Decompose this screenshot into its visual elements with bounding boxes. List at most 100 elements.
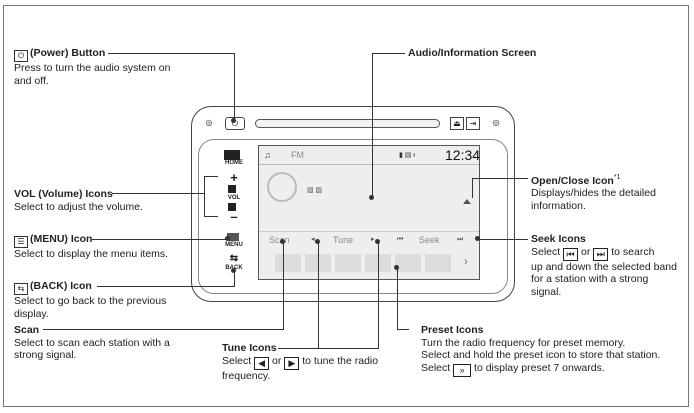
leader-preset-h bbox=[397, 329, 409, 330]
leader-preset-dot bbox=[394, 265, 399, 270]
leader-vol-h bbox=[112, 193, 204, 194]
triangle-right-icon: ▶ bbox=[284, 356, 300, 370]
preset-5[interactable] bbox=[395, 254, 421, 272]
preset-1[interactable] bbox=[275, 254, 301, 272]
preset-6[interactable] bbox=[425, 254, 451, 272]
callout-tune: Tune Icons Select ◀ or ▶ to tune the rad… bbox=[222, 342, 378, 382]
preset-desc-3b: to display preset 7 onwards. bbox=[474, 361, 605, 374]
preset-title: Preset Icons bbox=[421, 324, 484, 336]
seek-desc-4: signal. bbox=[531, 285, 562, 298]
back-icon: ⇆ bbox=[14, 283, 28, 295]
scan-desc-2: strong signal. bbox=[14, 349, 77, 361]
vol-title: VOL (Volume) Icons bbox=[14, 188, 113, 200]
knob-left: ◎ bbox=[202, 117, 216, 130]
skip-back-icon: ⏮ bbox=[563, 247, 579, 261]
leader-tune-dot-r bbox=[375, 239, 380, 244]
band-label: FM bbox=[291, 150, 304, 160]
leader-scan-v bbox=[283, 242, 284, 330]
tune-right-icon[interactable]: ▸ bbox=[371, 236, 375, 243]
aux-button[interactable]: ⇥ bbox=[466, 117, 480, 130]
leader-open-v bbox=[472, 178, 473, 198]
screen-divider bbox=[259, 231, 479, 232]
back-icon[interactable]: ⇆ bbox=[229, 253, 239, 264]
scan-title: Scan bbox=[14, 324, 40, 336]
vol-down-icon[interactable]: – bbox=[230, 209, 238, 224]
leader-menu-dot bbox=[225, 236, 230, 241]
eject-button[interactable]: ⏏ bbox=[450, 117, 464, 130]
leader-back-v bbox=[234, 270, 235, 287]
seek-right-icon[interactable]: ⏭ bbox=[457, 236, 464, 243]
preset-desc-1: Turn the radio frequency for preset memo… bbox=[421, 336, 626, 349]
power-icon: ⏻ bbox=[14, 50, 28, 62]
open-close-desc-1: Displays/hides the detailed bbox=[531, 187, 656, 199]
preset-desc-2: Select and hold the preset icon to store… bbox=[421, 349, 661, 361]
callout-vol: VOL (Volume) Icons Select to adjust the … bbox=[14, 188, 143, 213]
tune-desc-a: Select bbox=[222, 354, 252, 367]
seek-left-icon[interactable]: ⏮ bbox=[397, 236, 404, 243]
power-title: (Power) Button bbox=[30, 47, 106, 59]
tune-title: Tune Icons bbox=[222, 342, 277, 354]
back-title: (BACK) Icon bbox=[30, 280, 92, 292]
vol-desc-1: Select to adjust the volume. bbox=[14, 200, 143, 213]
open-close-desc-2: information. bbox=[531, 199, 586, 212]
leader-seek-dot bbox=[475, 236, 480, 241]
callout-screen: Audio/Information Screen bbox=[408, 47, 536, 60]
leader-tune-left-v bbox=[318, 242, 319, 348]
power-icon: ⏻ bbox=[231, 119, 239, 128]
seek-desc-3: for a station with a strong bbox=[531, 273, 649, 285]
screen-header bbox=[259, 146, 479, 165]
fm-logo bbox=[267, 172, 297, 202]
leader-power-h bbox=[108, 53, 234, 54]
double-chevron-icon: » bbox=[453, 363, 472, 377]
leader-tune-h bbox=[278, 348, 379, 349]
preset-3[interactable] bbox=[335, 254, 361, 272]
menu-icon: ☰ bbox=[14, 236, 28, 248]
callout-scan: Scan Select to scan each station with a … bbox=[14, 324, 170, 362]
tune-desc-or: or bbox=[272, 354, 282, 367]
skip-forward-icon: ⏭ bbox=[593, 247, 609, 261]
station-info: ▧ ▨ bbox=[307, 187, 323, 194]
leader-vol-bottom bbox=[204, 216, 218, 217]
leader-screen-v bbox=[372, 53, 373, 198]
tune-left-icon[interactable]: ◂ bbox=[311, 236, 315, 243]
vol-label: VOL bbox=[227, 195, 241, 201]
scan-button[interactable]: Scan bbox=[269, 235, 290, 245]
audio-info-screen: ♫ FM ▮ ▤ ᵻ 12:34 ▧ ▨ Scan ◂ Tune ▸ ⏮ See… bbox=[258, 145, 480, 280]
seek-title: Seek Icons bbox=[531, 233, 586, 245]
music-note-icon: ♫ bbox=[264, 150, 271, 160]
home-label: HOME bbox=[225, 160, 243, 166]
menu-desc-1: Select to display the menu items. bbox=[14, 248, 169, 260]
unit-side-controls: HOME + VOL – MENU ⇆ BACK bbox=[222, 145, 246, 280]
preset-bar bbox=[275, 254, 455, 272]
aux-icon: ⇥ bbox=[469, 119, 477, 128]
leader-vol-v bbox=[204, 176, 205, 216]
triangle-left-icon: ◀ bbox=[254, 356, 270, 370]
eject-icon: ⏏ bbox=[453, 119, 461, 128]
leader-seek-h bbox=[478, 239, 528, 240]
open-close-icon[interactable] bbox=[463, 199, 471, 204]
callout-seek: Seek Icons Select ⏮ or ⏭ to search up an… bbox=[531, 233, 677, 298]
leader-back-h bbox=[97, 286, 234, 287]
head-unit-top-bar: ◎ ⏻ ⏏ ⇥ ◎ bbox=[200, 116, 505, 132]
callout-power: ⏻(Power) Button Press to turn the audio … bbox=[14, 47, 170, 87]
menu-title: (MENU) Icon bbox=[30, 233, 93, 245]
callout-menu: ☰(MENU) Icon Select to display the menu … bbox=[14, 233, 168, 261]
seek-desc-or: or bbox=[581, 245, 591, 258]
open-close-title: Open/Close Icon bbox=[531, 174, 614, 187]
leader-power-v bbox=[234, 53, 235, 121]
menu-label: MENU bbox=[225, 242, 243, 248]
menu-icon[interactable] bbox=[227, 233, 239, 241]
tune-desc-2: frequency. bbox=[222, 369, 271, 382]
head-unit-bezel bbox=[198, 139, 508, 294]
vol-up-icon[interactable]: + bbox=[230, 170, 238, 185]
leader-screen-dot bbox=[369, 195, 374, 200]
seek-desc-2: up and down the selected band bbox=[531, 260, 677, 273]
clock: 12:34 bbox=[445, 147, 481, 163]
leader-menu-h bbox=[92, 239, 227, 240]
status-icons: ▮ ▤ ᵻ bbox=[399, 152, 415, 159]
disc-slot bbox=[255, 119, 440, 128]
screen-title: Audio/Information Screen bbox=[408, 47, 537, 59]
next-presets-icon[interactable]: › bbox=[464, 256, 468, 268]
power-button[interactable]: ⏻ bbox=[225, 117, 245, 130]
home-icon[interactable] bbox=[224, 150, 240, 160]
